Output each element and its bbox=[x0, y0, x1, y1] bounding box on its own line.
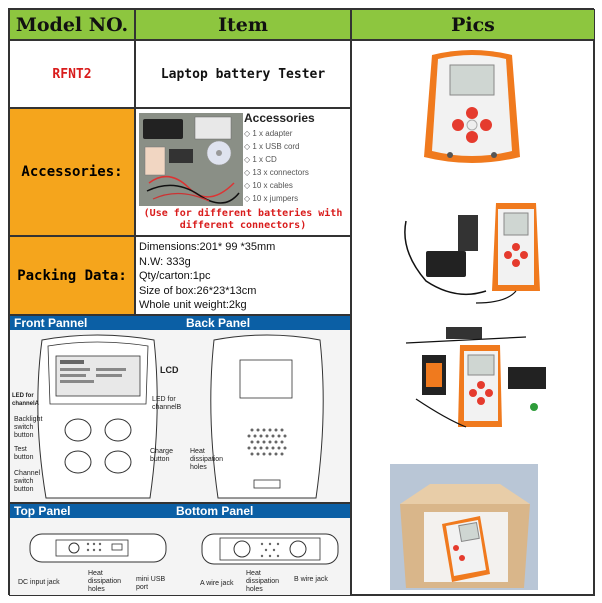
packing-line: Dimensions:201* 99 *35mm bbox=[139, 241, 276, 253]
top-panel-title: Top Panel bbox=[14, 504, 71, 518]
packing-label: Packing Data: bbox=[17, 267, 127, 284]
accessory-item: 10 x jumpers bbox=[244, 192, 350, 205]
test-label: Test button bbox=[14, 446, 34, 461]
pics-cell bbox=[351, 40, 595, 596]
boxed-device-photo bbox=[390, 464, 538, 590]
front-back-bar: Front Pannel Back Panel bbox=[10, 316, 350, 330]
top-heat-label: Heat dissipation holes bbox=[88, 570, 122, 593]
lcd-label: LCD bbox=[160, 365, 179, 375]
header-model: Model NO. bbox=[9, 9, 135, 40]
header-model-label: Model NO. bbox=[15, 13, 129, 36]
charge-label: Charge button bbox=[150, 448, 173, 463]
back-panel-title: Back Panel bbox=[186, 316, 251, 330]
packing-label-cell: Packing Data: bbox=[9, 236, 135, 315]
header-item: Item bbox=[135, 9, 351, 40]
front-panel-title: Front Pannel bbox=[14, 316, 88, 330]
item-name: Laptop battery Tester bbox=[160, 66, 326, 82]
packing-line: Size of box:26*23*13cm bbox=[139, 284, 257, 297]
item-cell: Laptop battery Tester bbox=[135, 40, 351, 108]
channel-label: Channel switch button bbox=[14, 470, 41, 493]
b-wire-label: B wire jack bbox=[294, 576, 328, 583]
model-cell: RFNT2 bbox=[9, 40, 135, 108]
led-b-label: LED for channelB bbox=[152, 396, 182, 411]
spec-sheet: Model NO. Item Pics RFNT2 Laptop battery… bbox=[8, 8, 595, 596]
packing-cell: Dimensions:201* 99 *35mm N.W: 333g Qty/c… bbox=[135, 236, 351, 315]
top-bottom-diagram: Top Panel Bottom Panel DC input jack Hea… bbox=[9, 503, 351, 596]
device-with-batteries-photo bbox=[405, 327, 546, 428]
header-pics-label: Pics bbox=[451, 13, 495, 36]
accessories-label: Accessories: bbox=[21, 164, 123, 180]
led-a-label: LED for channelA bbox=[12, 393, 40, 407]
header-item-label: Item bbox=[218, 13, 268, 36]
accessory-item: 10 x cables bbox=[244, 179, 350, 192]
accessory-item: 1 x USB cord bbox=[244, 140, 350, 153]
bottom-panel-drawing bbox=[201, 533, 339, 565]
accessories-photo bbox=[139, 113, 243, 206]
packing-line: N.W: 333g bbox=[139, 255, 191, 268]
back-heat-label: Heat dissipation holes bbox=[190, 448, 224, 471]
accessories-label-cell: Accessories: bbox=[9, 108, 135, 236]
packing-line: Whole unit weight:2kg bbox=[139, 299, 247, 311]
bottom-panel-title: Bottom Panel bbox=[176, 504, 254, 518]
front-panel-drawing bbox=[37, 334, 158, 499]
accessories-title: Accessories bbox=[244, 111, 315, 125]
device-with-adapter-photo bbox=[404, 203, 540, 304]
dc-jack-label: DC input jack bbox=[18, 579, 60, 586]
device-photo bbox=[424, 50, 520, 163]
accessory-item: 13 x connectors bbox=[244, 166, 350, 179]
bottom-heat-label: Heat dissipation holes bbox=[246, 570, 280, 593]
packing-line: Qty/carton:1pc bbox=[139, 270, 211, 282]
header-pics: Pics bbox=[351, 9, 595, 40]
usb-port-label: mini USB port bbox=[136, 576, 166, 591]
accessories-list: 1 x adapter 1 x USB cord 1 x CD 13 x con… bbox=[244, 127, 350, 205]
model-number: RFNT2 bbox=[52, 66, 92, 82]
front-back-diagram: Front Pannel Back Panel LCD LED for chan… bbox=[9, 315, 351, 503]
accessory-item: 1 x CD bbox=[244, 153, 350, 166]
accessories-cell: Accessories 1 x adapter 1 x USB cord 1 x… bbox=[135, 108, 351, 236]
accessory-item: 1 x adapter bbox=[244, 127, 350, 140]
back-panel-drawing bbox=[210, 334, 324, 499]
top-panel-drawing bbox=[29, 533, 167, 563]
accessories-list-block: Accessories 1 x adapter 1 x USB cord 1 x… bbox=[244, 111, 350, 205]
backlight-label: Backlight switch button bbox=[14, 416, 43, 439]
top-bottom-bar: Top Panel Bottom Panel bbox=[10, 504, 350, 518]
accessories-note: (Use for different batteries with differ… bbox=[143, 208, 343, 231]
a-wire-label: A wire jack bbox=[200, 580, 234, 587]
